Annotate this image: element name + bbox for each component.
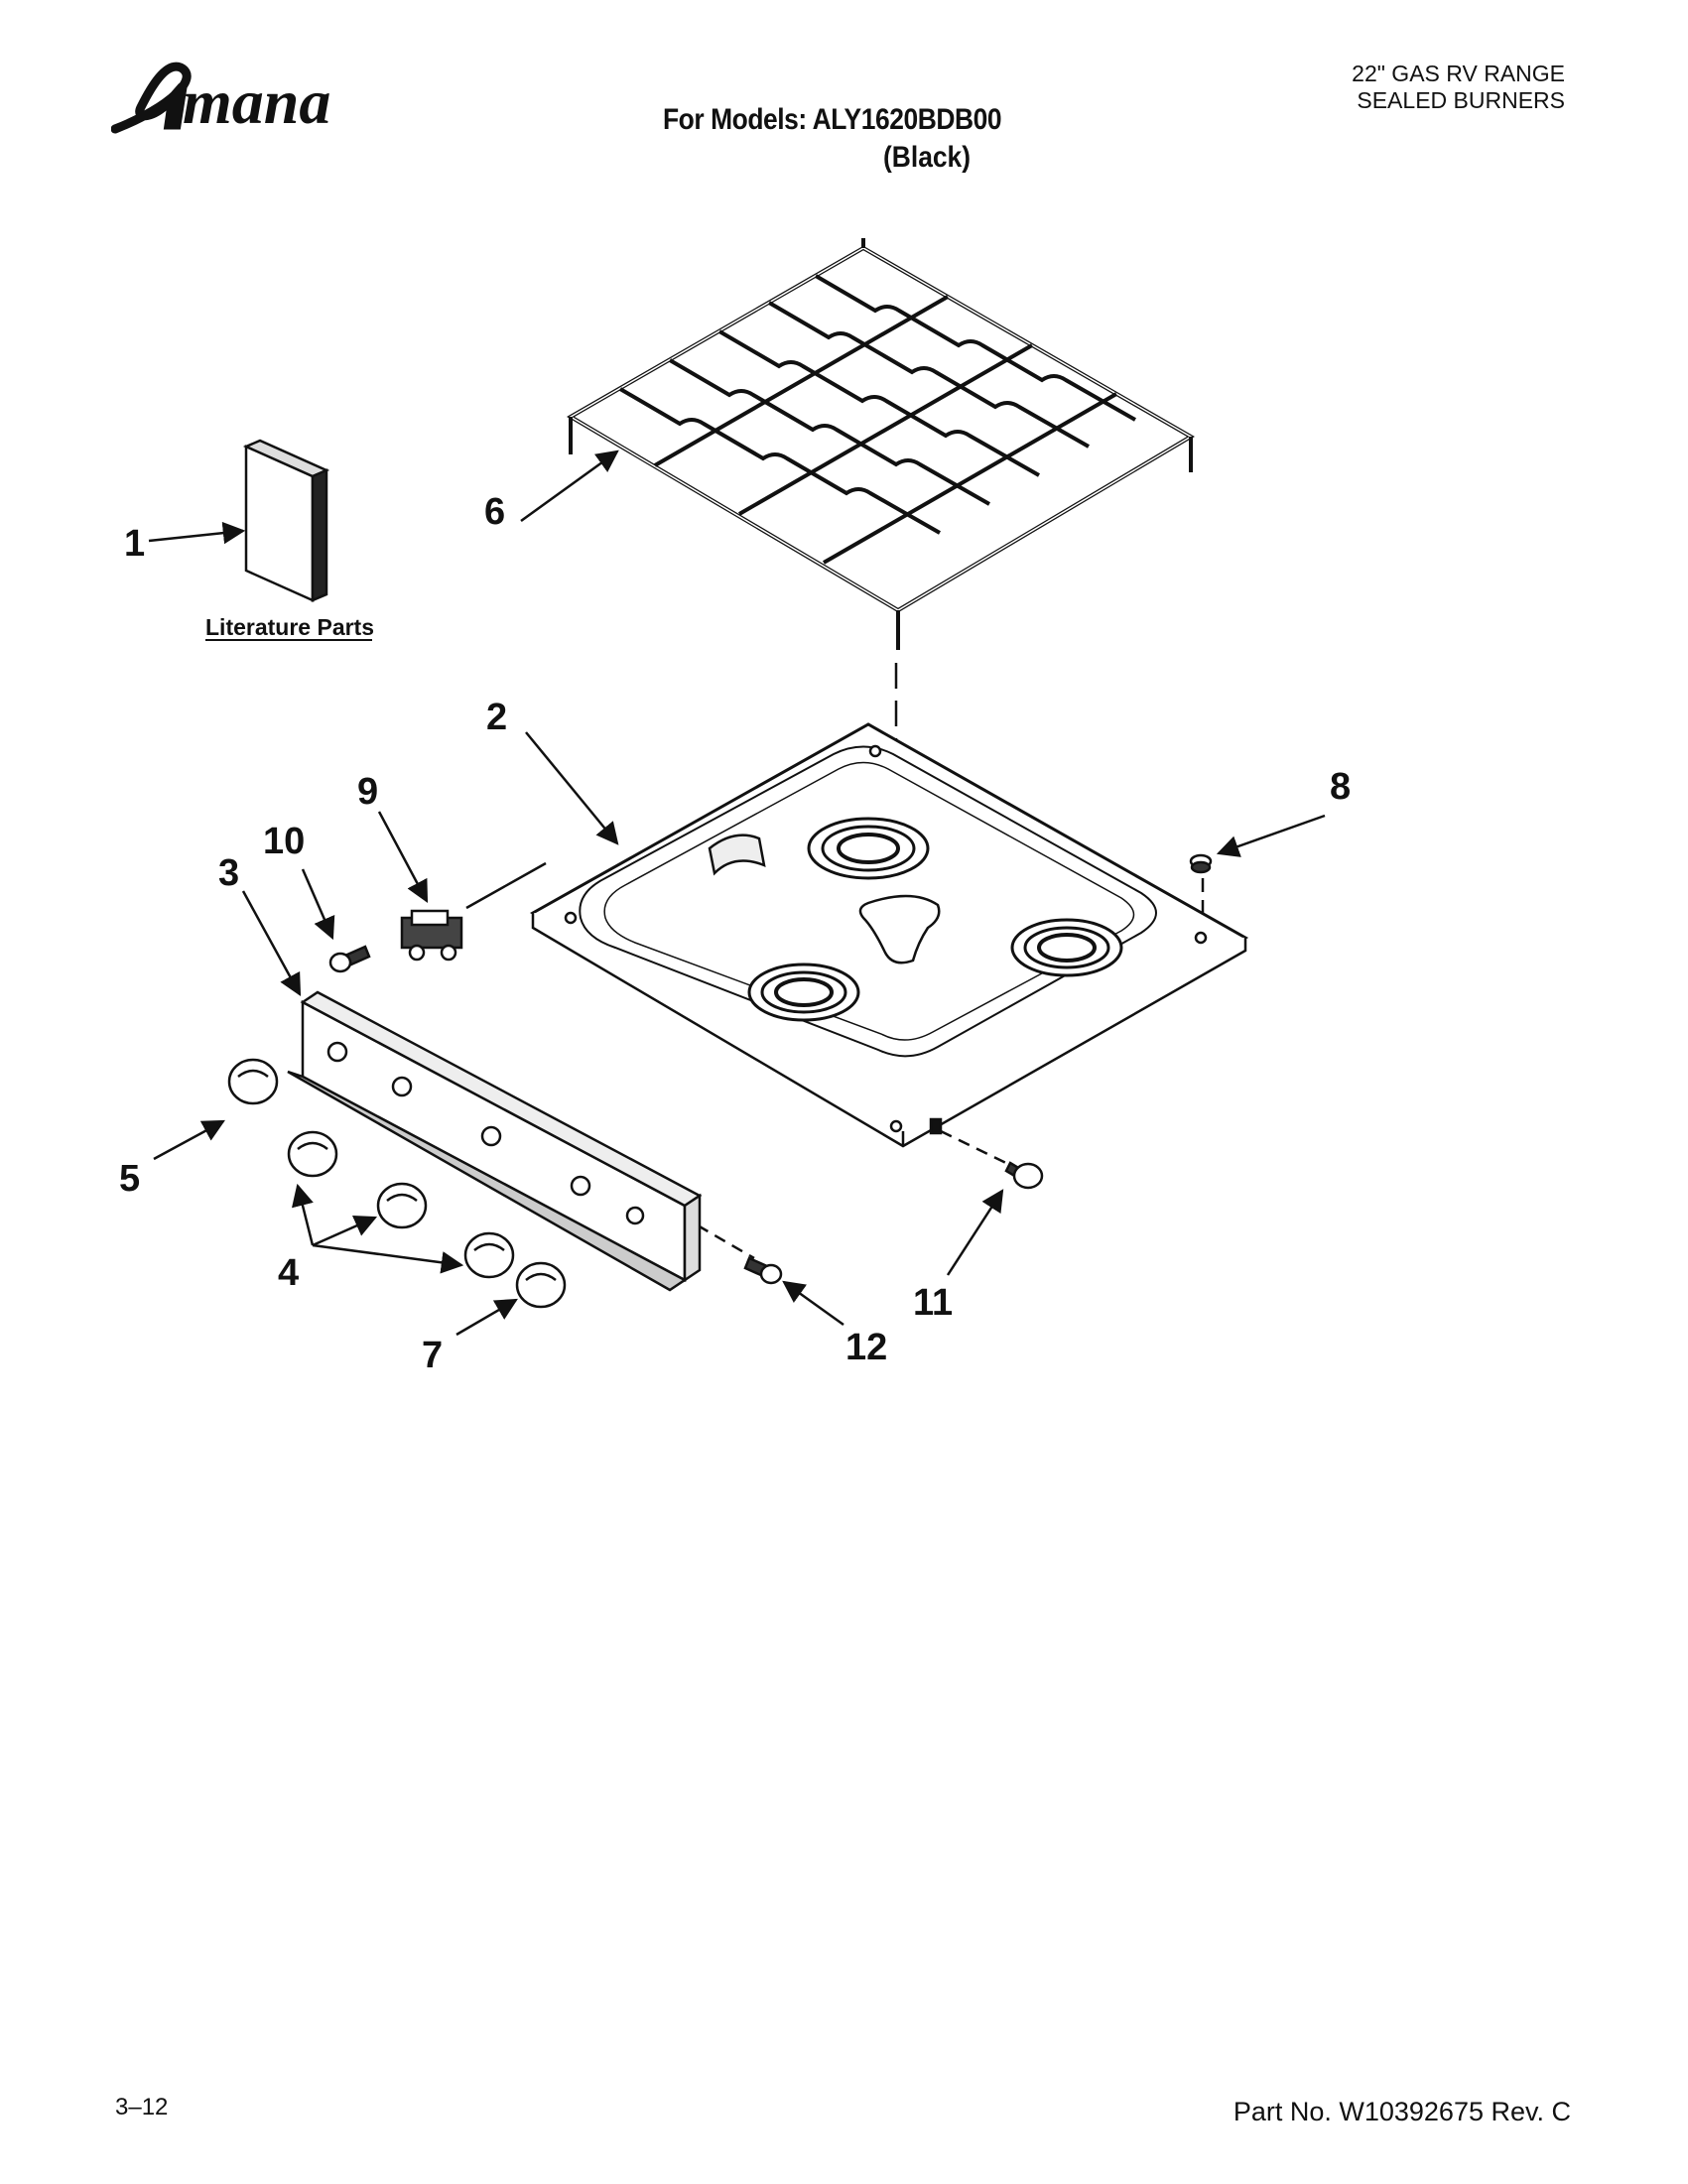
literature-booklet <box>242 439 330 602</box>
leader-2 <box>525 731 619 845</box>
valve-screw <box>328 945 371 973</box>
svg-text:mana: mana <box>183 66 330 137</box>
amana-logo: mana <box>111 62 330 137</box>
burner-grate <box>567 238 1195 650</box>
mounting-screw <box>1004 1161 1044 1190</box>
callout-5: 5 <box>119 1158 140 1200</box>
callout-8: 8 <box>1330 766 1351 808</box>
control-panel <box>287 990 703 1292</box>
page-number: 3–12 <box>115 2094 169 2120</box>
callout-1: 1 <box>124 523 145 565</box>
literature-parts-label: Literature Parts <box>205 614 374 640</box>
leader-5 <box>153 1119 225 1161</box>
leader-lines <box>148 450 1326 1337</box>
leader-4c <box>312 1243 464 1274</box>
grommet <box>1189 853 1213 874</box>
leader-11 <box>946 1189 1004 1276</box>
callout-7: 7 <box>422 1335 443 1376</box>
leader-4a <box>291 1183 315 1246</box>
knob-5 <box>227 1058 279 1105</box>
callout-11: 11 <box>913 1282 953 1324</box>
leader-4b <box>312 1215 378 1247</box>
panel-screw <box>743 1256 783 1285</box>
leader-10 <box>301 868 335 941</box>
knob-4a <box>287 1130 338 1178</box>
leader-7 <box>455 1298 518 1337</box>
alignment-line-screw <box>940 1129 1013 1168</box>
callout-3: 3 <box>218 852 239 894</box>
leader-6 <box>520 450 619 523</box>
callout-9: 9 <box>357 771 378 813</box>
cooktop <box>529 722 1249 1148</box>
leader-3 <box>241 890 302 996</box>
model-color: (Black) <box>883 141 972 174</box>
callout-10: 10 <box>263 821 305 862</box>
callout-4: 4 <box>278 1252 299 1294</box>
product-type: 22" GAS RV RANGE <box>1352 61 1565 86</box>
models-title: For Models: ALY1620BDB00 <box>663 103 1002 136</box>
alignment-line-panel-screw <box>697 1223 755 1260</box>
part-number: Part No. W10392675 Rev. C <box>1233 2097 1571 2126</box>
gas-valve <box>400 861 547 962</box>
knob-7 <box>515 1261 567 1309</box>
callout-2: 2 <box>486 697 507 738</box>
callout-6: 6 <box>484 491 505 533</box>
knob-4c <box>463 1231 515 1279</box>
leader-12 <box>782 1280 844 1327</box>
leader-9 <box>377 811 429 903</box>
leader-8 <box>1216 814 1326 857</box>
knob-4b <box>376 1182 428 1229</box>
product-subtype: SEALED BURNERS <box>1357 87 1565 113</box>
callout-12: 12 <box>845 1327 887 1368</box>
leader-1 <box>148 521 246 545</box>
